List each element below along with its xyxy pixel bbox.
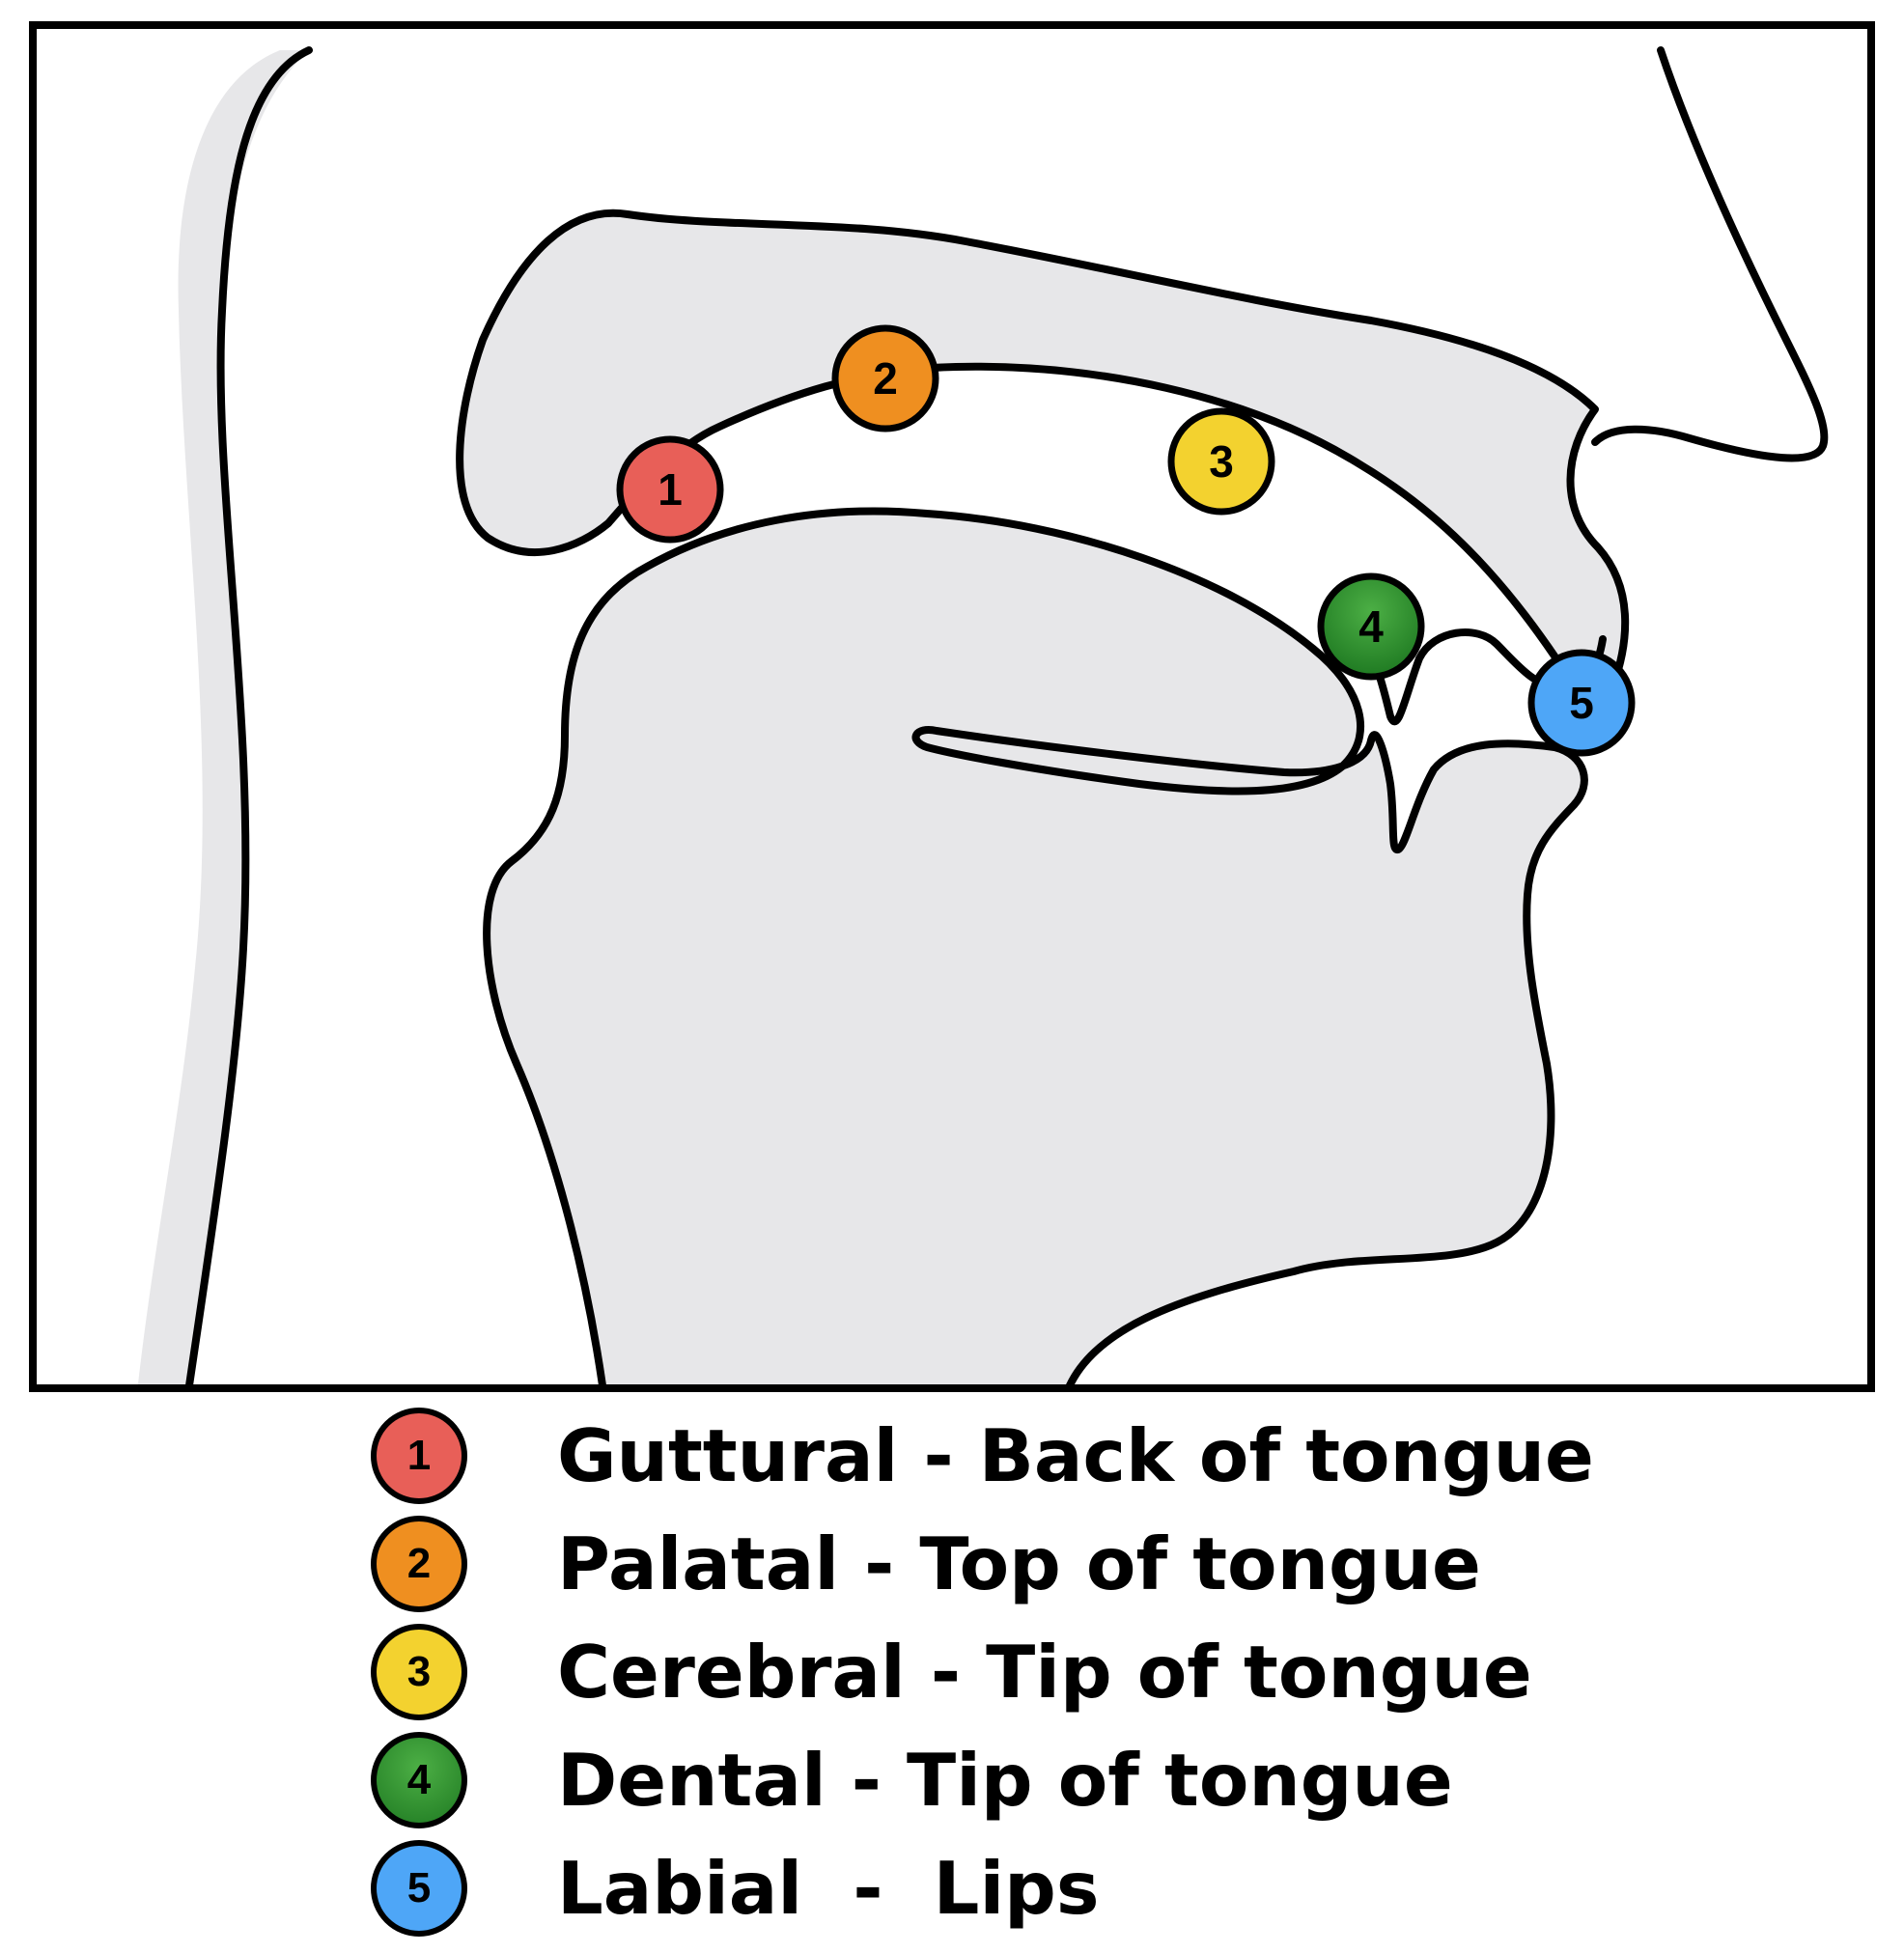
- svg-text:2: 2: [873, 353, 898, 404]
- diagram-marker-5: 5: [1527, 649, 1636, 757]
- diagram-marker-4: 4: [1317, 572, 1425, 681]
- legend-badge-1: 1: [371, 1408, 467, 1504]
- legend-label-2: Palatal - Top of tongue: [557, 1521, 1481, 1606]
- legend-item-3: 3 Cerebral - Tip of tongue: [367, 1624, 1622, 1732]
- head-shadow: [137, 50, 309, 1384]
- chin-outline: [1066, 731, 1588, 1384]
- legend-label-1: Guttural - Back of tongue: [557, 1413, 1594, 1498]
- diagram-marker-3: 3: [1167, 407, 1275, 516]
- svg-text:3: 3: [1209, 436, 1234, 487]
- legend-badge-4: 4: [371, 1732, 467, 1828]
- svg-text:5: 5: [1569, 678, 1594, 728]
- legend-item-5: 5 Labial - Lips: [367, 1840, 1622, 1948]
- legend-badge-5: 5: [371, 1840, 467, 1937]
- legend-label-5: Labial - Lips: [557, 1846, 1100, 1931]
- legend-item-1: 1 Guttural - Back of tongue: [367, 1408, 1622, 1516]
- diagram-marker-1: 1: [616, 435, 724, 544]
- legend-badge-2: 2: [371, 1516, 467, 1612]
- nose-outline: [1591, 46, 1829, 462]
- tongue-jaw-region: [487, 511, 1584, 1384]
- legend-label-3: Cerebral - Tip of tongue: [557, 1630, 1532, 1715]
- legend-item-2: 2 Palatal - Top of tongue: [367, 1516, 1622, 1624]
- legend-item-4: 4 Dental - Tip of tongue: [367, 1732, 1622, 1840]
- svg-text:4: 4: [1358, 601, 1384, 652]
- tongue-jaw-outline: [483, 507, 1375, 1384]
- svg-text:1: 1: [658, 464, 683, 515]
- diagram-frame: 1 2 3 4 5: [29, 21, 1875, 1392]
- legend: 1 Guttural - Back of tongue 2 Palatal - …: [367, 1408, 1622, 1948]
- legend-badge-3: 3: [371, 1624, 467, 1720]
- diagram-marker-2: 2: [831, 324, 939, 432]
- mouth-cross-section: 1 2 3 4 5: [137, 46, 1829, 1384]
- back-of-head-outline: [185, 46, 313, 1384]
- legend-label-4: Dental - Tip of tongue: [557, 1738, 1453, 1823]
